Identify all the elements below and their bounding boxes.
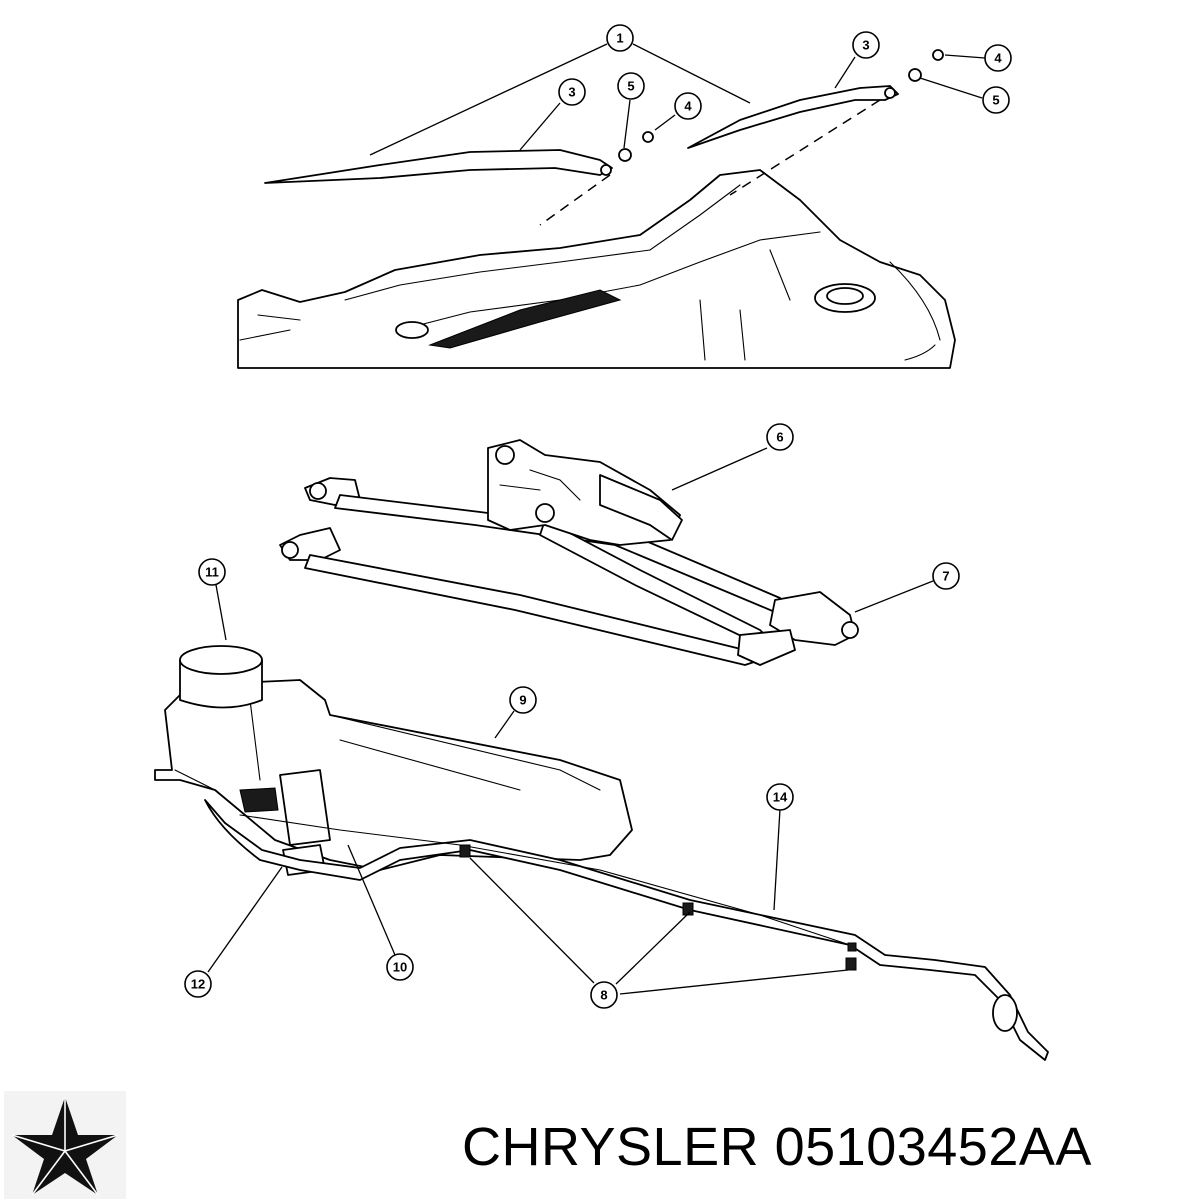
assembly-line-left bbox=[539, 174, 611, 226]
callout-5-left: 5 bbox=[617, 72, 645, 100]
callout-8: 8 bbox=[590, 981, 618, 1009]
brand-part-number: CHRYSLER 05103452AA bbox=[462, 1117, 1092, 1177]
callout-label: 4 bbox=[994, 51, 1002, 66]
washer-reservoir bbox=[154, 645, 633, 876]
leader-lines bbox=[207, 43, 986, 995]
callout-label: 14 bbox=[773, 790, 788, 805]
washer-hose bbox=[204, 799, 1049, 1061]
wiper-motor bbox=[487, 439, 683, 546]
callout-label: 3 bbox=[568, 85, 575, 100]
callout-label: 10 bbox=[393, 960, 407, 975]
callout-label: 1 bbox=[616, 31, 623, 46]
callout-label: 4 bbox=[684, 99, 692, 114]
callout-14: 14 bbox=[766, 783, 794, 811]
cowl-panel bbox=[237, 169, 956, 369]
callout-label: 6 bbox=[776, 430, 783, 445]
callout-12: 12 bbox=[184, 970, 212, 998]
callout-label: 7 bbox=[942, 569, 949, 584]
callout-label: 5 bbox=[627, 79, 634, 94]
wiper-arm-left bbox=[264, 149, 613, 184]
callout-3-left: 3 bbox=[558, 78, 586, 106]
footer: CHRYSLER 05103452AA bbox=[0, 1086, 1200, 1200]
callout-3-right: 3 bbox=[852, 31, 880, 59]
callout-10: 10 bbox=[386, 953, 414, 981]
callout-5-right: 5 bbox=[982, 86, 1010, 114]
callout-11: 11 bbox=[198, 558, 226, 586]
callout-7: 7 bbox=[932, 562, 960, 590]
wiper-linkage bbox=[279, 477, 859, 666]
callout-label: 11 bbox=[205, 565, 219, 580]
nut-and-cap-hardware bbox=[618, 49, 944, 162]
callout-label: 8 bbox=[600, 988, 607, 1003]
callout-9: 9 bbox=[509, 686, 537, 714]
assembly-line-right bbox=[729, 99, 881, 196]
callout-label: 12 bbox=[191, 977, 205, 992]
wiper-arm-right bbox=[687, 85, 899, 149]
callout-label: 3 bbox=[862, 38, 869, 53]
callout-4-right: 4 bbox=[984, 44, 1012, 72]
callout-label: 9 bbox=[519, 693, 526, 708]
callout-6: 6 bbox=[766, 423, 794, 451]
callout-1: 1 bbox=[606, 24, 634, 52]
chrysler-pentastar-icon bbox=[4, 1091, 126, 1199]
callout-4-left: 4 bbox=[674, 92, 702, 120]
callout-label: 5 bbox=[992, 93, 999, 108]
